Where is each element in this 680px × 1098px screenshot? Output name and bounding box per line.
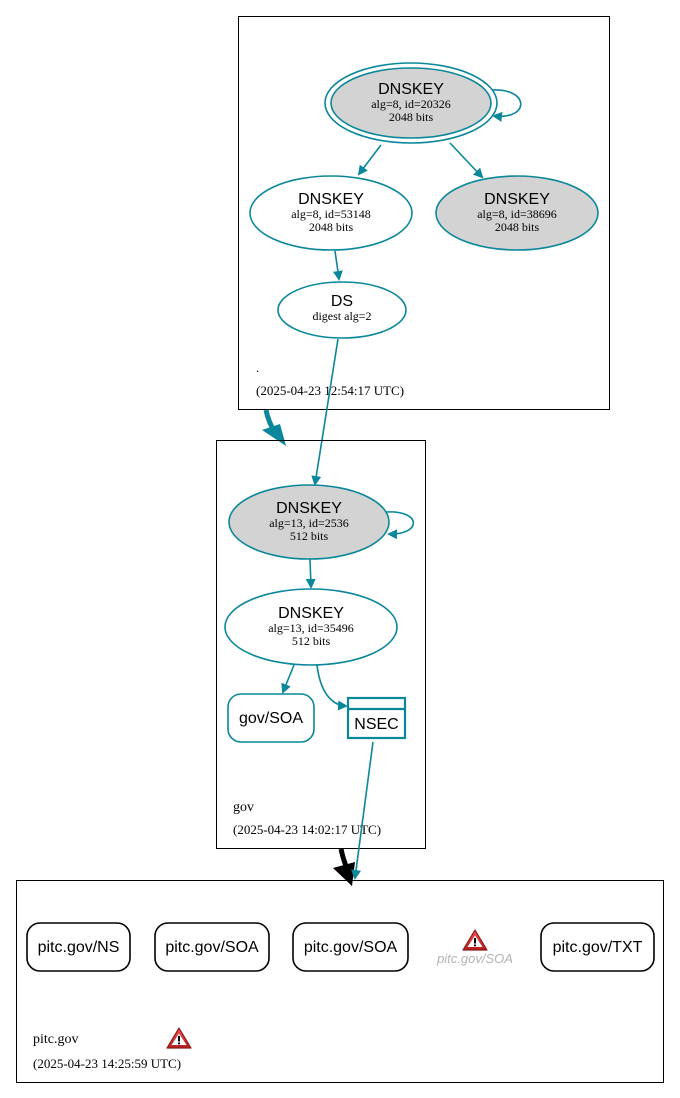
root-ksk-alg: alg=8, id=20326	[371, 97, 451, 111]
pitc-soa-record-1[interactable]: pitc.gov/SOA	[154, 922, 270, 972]
pitc-soa-record-2[interactable]: pitc.gov/SOA	[292, 922, 409, 972]
pitc-txt-label: pitc.gov/TXT	[553, 939, 643, 956]
edge-ds-to-gov-ksk	[311, 338, 339, 486]
edge-root-ksk-to-zsk-b	[449, 142, 484, 179]
root-ksk-self-loop	[491, 89, 522, 122]
root-zsk-b-alg: alg=8, id=38696	[477, 207, 557, 221]
gov-ksk-node[interactable]: DNSKEY alg=13, id=2536 512 bits	[228, 484, 390, 560]
pitc-zone-label: pitc.gov	[33, 1032, 79, 1047]
gov-zsk-alg: alg=13, id=35496	[268, 621, 354, 635]
gov-zsk-bits: 512 bits	[292, 634, 331, 648]
pitc-ns-label: pitc.gov/NS	[38, 939, 120, 956]
root-ds-title: DS	[331, 293, 353, 310]
pitc-soa-label-1: pitc.gov/SOA	[165, 939, 259, 956]
gov-soa-label: gov/SOA	[239, 710, 303, 727]
root-zsk-a-alg: alg=8, id=53148	[291, 207, 371, 221]
pitc-ns-record[interactable]: pitc.gov/NS	[26, 922, 131, 972]
root-ksk-bits: 2048 bits	[389, 110, 434, 124]
root-zsk-b-node[interactable]: DNSKEY alg=8, id=38696 2048 bits	[435, 175, 599, 251]
root-zsk-a-title: DNSKEY	[298, 191, 364, 208]
gov-nsec-node[interactable]: NSEC	[346, 696, 407, 740]
gov-ksk-self-loop	[385, 511, 415, 540]
edge-root-ksk-to-zsk-a	[357, 144, 382, 176]
pitc-soa-record-warning[interactable]: pitc.gov/SOA	[436, 929, 513, 966]
pitc-soa-label-2: pitc.gov/SOA	[304, 939, 398, 956]
gov-zsk-node[interactable]: DNSKEY alg=13, id=35496 512 bits	[224, 588, 398, 666]
delegation-root-to-gov-arrowhead	[262, 424, 286, 446]
warning-triangle-icon	[462, 929, 488, 951]
root-zone-box	[238, 16, 610, 410]
warning-triangle-icon	[166, 1027, 192, 1049]
root-ksk-node[interactable]: DNSKEY alg=8, id=20326 2048 bits	[324, 62, 498, 144]
gov-soa-node[interactable]: gov/SOA	[227, 693, 315, 743]
pitc-soa-warning-label: pitc.gov/SOA	[436, 951, 513, 966]
delegation-gov-to-pitc-arrowhead	[333, 862, 355, 886]
edge-root-zsk-a-to-ds	[332, 250, 343, 281]
root-zsk-a-bits: 2048 bits	[309, 220, 354, 234]
root-zsk-a-node[interactable]: DNSKEY alg=8, id=53148 2048 bits	[249, 175, 413, 251]
gov-ksk-bits: 512 bits	[290, 529, 329, 543]
gov-zone-box	[216, 440, 426, 849]
root-ds-node[interactable]: DS digest alg=2	[277, 281, 407, 339]
edge-nsec-to-pitc	[351, 741, 374, 880]
gov-zsk-title: DNSKEY	[278, 605, 344, 622]
root-zone-label: .	[256, 360, 259, 375]
edge-gov-ksk-to-zsk	[305, 558, 316, 589]
gov-nsec-label: NSEC	[354, 716, 398, 733]
pitc-txt-record[interactable]: pitc.gov/TXT	[540, 922, 655, 972]
gov-ksk-title: DNSKEY	[276, 500, 342, 517]
root-zsk-b-bits: 2048 bits	[495, 220, 540, 234]
root-ds-digest: digest alg=2	[312, 309, 371, 323]
edge-gov-zsk-to-soa	[281, 664, 295, 694]
gov-zone-timestamp: (2025-04-23 14:02:17 UTC)	[233, 822, 381, 837]
gov-zone-label: gov	[233, 800, 254, 815]
gov-ksk-alg: alg=13, id=2536	[269, 516, 349, 530]
pitc-zone-timestamp: (2025-04-23 14:25:59 UTC)	[33, 1056, 181, 1071]
pitc-zone-box	[16, 880, 664, 1083]
edge-gov-zsk-to-nsec	[316, 664, 348, 711]
root-zsk-b-title: DNSKEY	[484, 191, 550, 208]
root-ksk-title: DNSKEY	[378, 81, 444, 98]
